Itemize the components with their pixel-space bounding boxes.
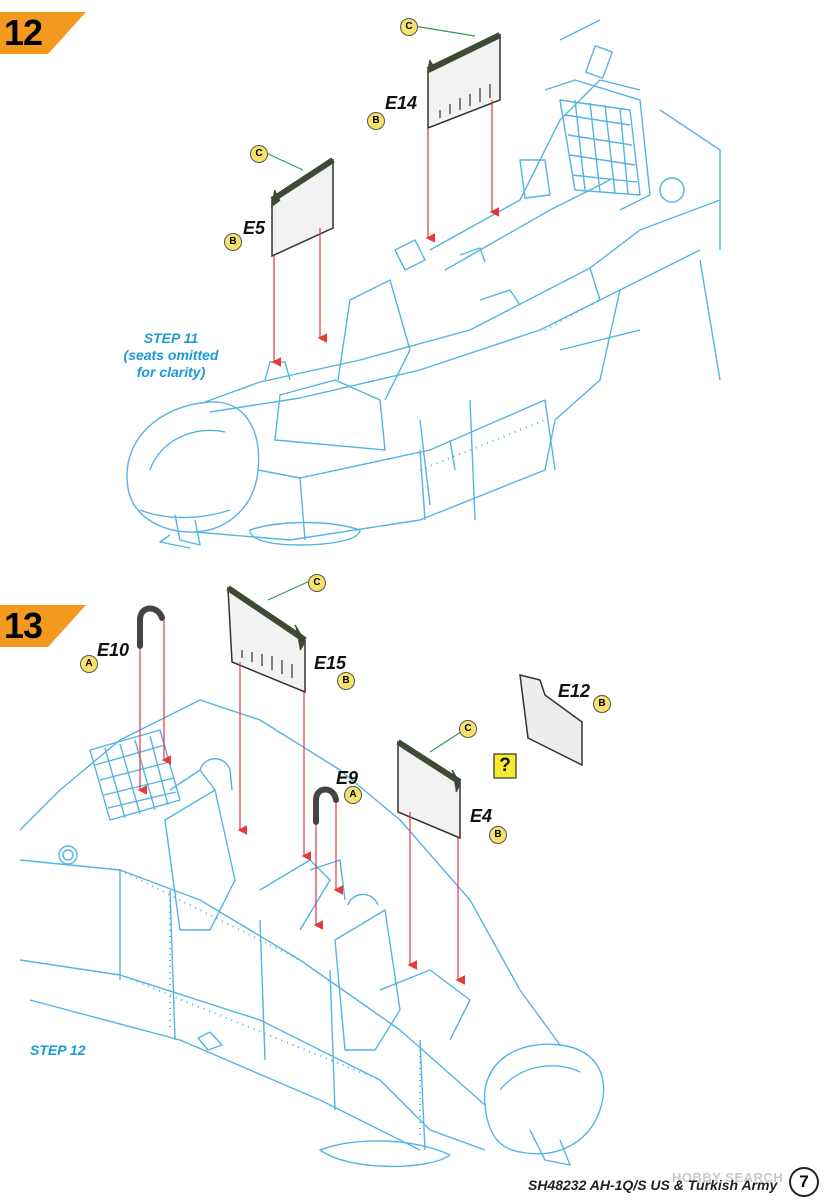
- note-line: for clarity): [136, 364, 206, 380]
- step-11-reference-note: STEP 11 (seats omitted for clarity): [96, 330, 246, 381]
- subassembly-badge: A: [344, 786, 362, 804]
- part-e10-rod: [137, 605, 165, 649]
- step-badge-shape: [0, 605, 86, 647]
- step-number: 12: [4, 12, 43, 53]
- part-label-e5: E5: [243, 218, 266, 238]
- question-mark-box: [493, 753, 517, 779]
- step-12-badge: 12: [0, 10, 92, 56]
- subassembly-badge: B: [367, 112, 385, 130]
- step13-arrows: [137, 620, 466, 985]
- step-badge-shape: [0, 12, 86, 54]
- part-label-e12: E12: [558, 681, 591, 701]
- part-e9-rod: [313, 786, 339, 825]
- part-e14-panel: [426, 32, 502, 130]
- step13-callouts: [267, 579, 465, 753]
- subassembly-code: B: [372, 115, 380, 126]
- subassembly-code: A: [349, 789, 357, 800]
- subassembly-badge: B: [224, 233, 242, 251]
- page-number: 7: [789, 1167, 819, 1197]
- color-code: C: [313, 577, 321, 588]
- color-badge: C: [400, 18, 418, 36]
- color-code: C: [405, 21, 413, 32]
- color-code: C: [255, 148, 263, 159]
- part-e15-panel: [226, 585, 307, 694]
- part-label-e14: E14: [385, 93, 418, 113]
- question-mark-glyph: ?: [499, 755, 511, 776]
- note-line: (seats omitted: [123, 347, 219, 363]
- color-badge: C: [459, 720, 477, 738]
- footer-model-title: SH48232 AH-1Q/S US & Turkish Army: [528, 1177, 778, 1193]
- color-badge: C: [308, 574, 326, 592]
- subassembly-code: B: [229, 236, 237, 247]
- subassembly-code: B: [494, 829, 502, 840]
- step12-callouts: [263, 25, 476, 171]
- part-e5-panel: [270, 157, 335, 258]
- part-label-e10: E10: [97, 640, 130, 660]
- subassembly-code: A: [85, 658, 93, 669]
- subassembly-code: B: [342, 675, 350, 686]
- color-badge: C: [250, 145, 268, 163]
- part-e4-panel: [396, 739, 462, 840]
- step12-helicopter-cockpit: [126, 19, 721, 549]
- note-line: STEP 11: [143, 330, 199, 346]
- color-code: C: [464, 723, 472, 734]
- step13-helicopter-cockpit: [19, 699, 605, 1168]
- note-line: STEP 12: [30, 1042, 86, 1058]
- step-number: 13: [4, 605, 43, 646]
- subassembly-badge: B: [337, 672, 355, 690]
- subassembly-code: B: [598, 698, 606, 709]
- subassembly-badge: B: [593, 695, 611, 713]
- subassembly-badge: A: [80, 655, 98, 673]
- part-label-e15: E15: [314, 653, 347, 673]
- part-label-e9: E9: [336, 768, 359, 788]
- step-13-badge: 13: [0, 603, 92, 649]
- step-12-reference-note: STEP 12: [30, 1042, 100, 1059]
- watermark: HOBBY SEARCH: [672, 1170, 784, 1185]
- part-e12-panel: [519, 674, 583, 767]
- part-label-e4: E4: [470, 806, 493, 826]
- subassembly-badge: B: [489, 826, 507, 844]
- step12-arrows: [271, 100, 500, 367]
